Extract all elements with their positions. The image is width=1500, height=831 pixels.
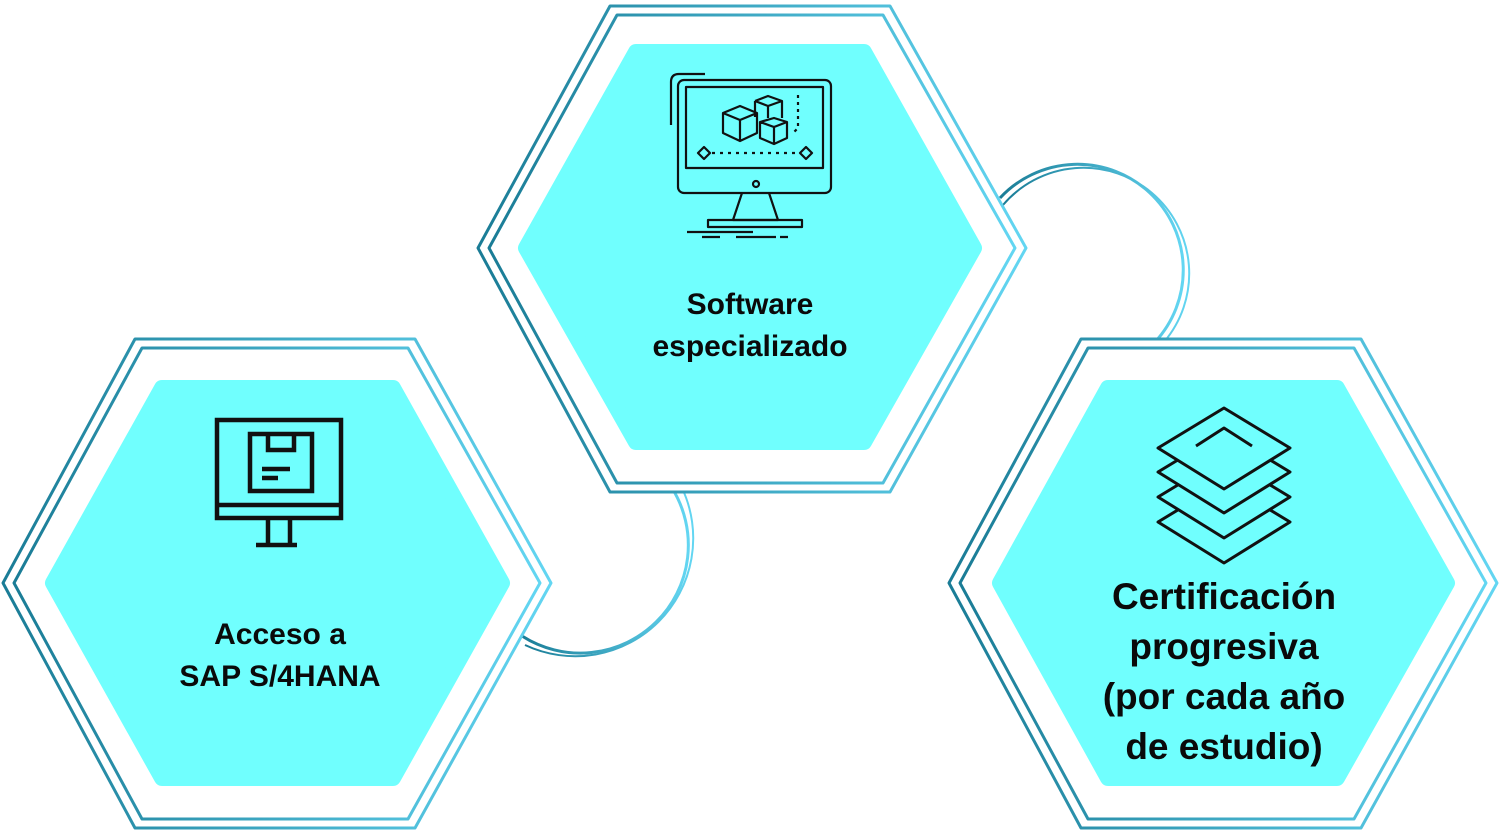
monitor-3d-cubes-icon [669,72,833,239]
hexagon-sap [1,337,553,830]
label-line: especializado [652,330,848,363]
label-line: de estudio) [1125,726,1323,767]
stacked-layers-icon [1156,406,1292,565]
label-line: Certificación [1111,576,1337,617]
label-line: SAP S/4HANA [179,660,381,693]
label-software: Software especializado [600,284,900,368]
label-sap: Acceso a SAP S/4HANA [130,614,430,698]
label-line: Software [686,288,814,321]
label-line: Acceso a [214,618,346,651]
connector-software-sap [521,487,695,658]
label-line: (por cada año [1102,676,1346,717]
monitor-box-icon [214,417,344,548]
hexagon-cert [947,337,1499,830]
connector-software-cert [998,162,1191,344]
hexagon-software [476,4,1028,494]
label-cert: Certificación progresiva (por cada año d… [1074,572,1374,772]
label-line: progresiva [1129,626,1319,667]
